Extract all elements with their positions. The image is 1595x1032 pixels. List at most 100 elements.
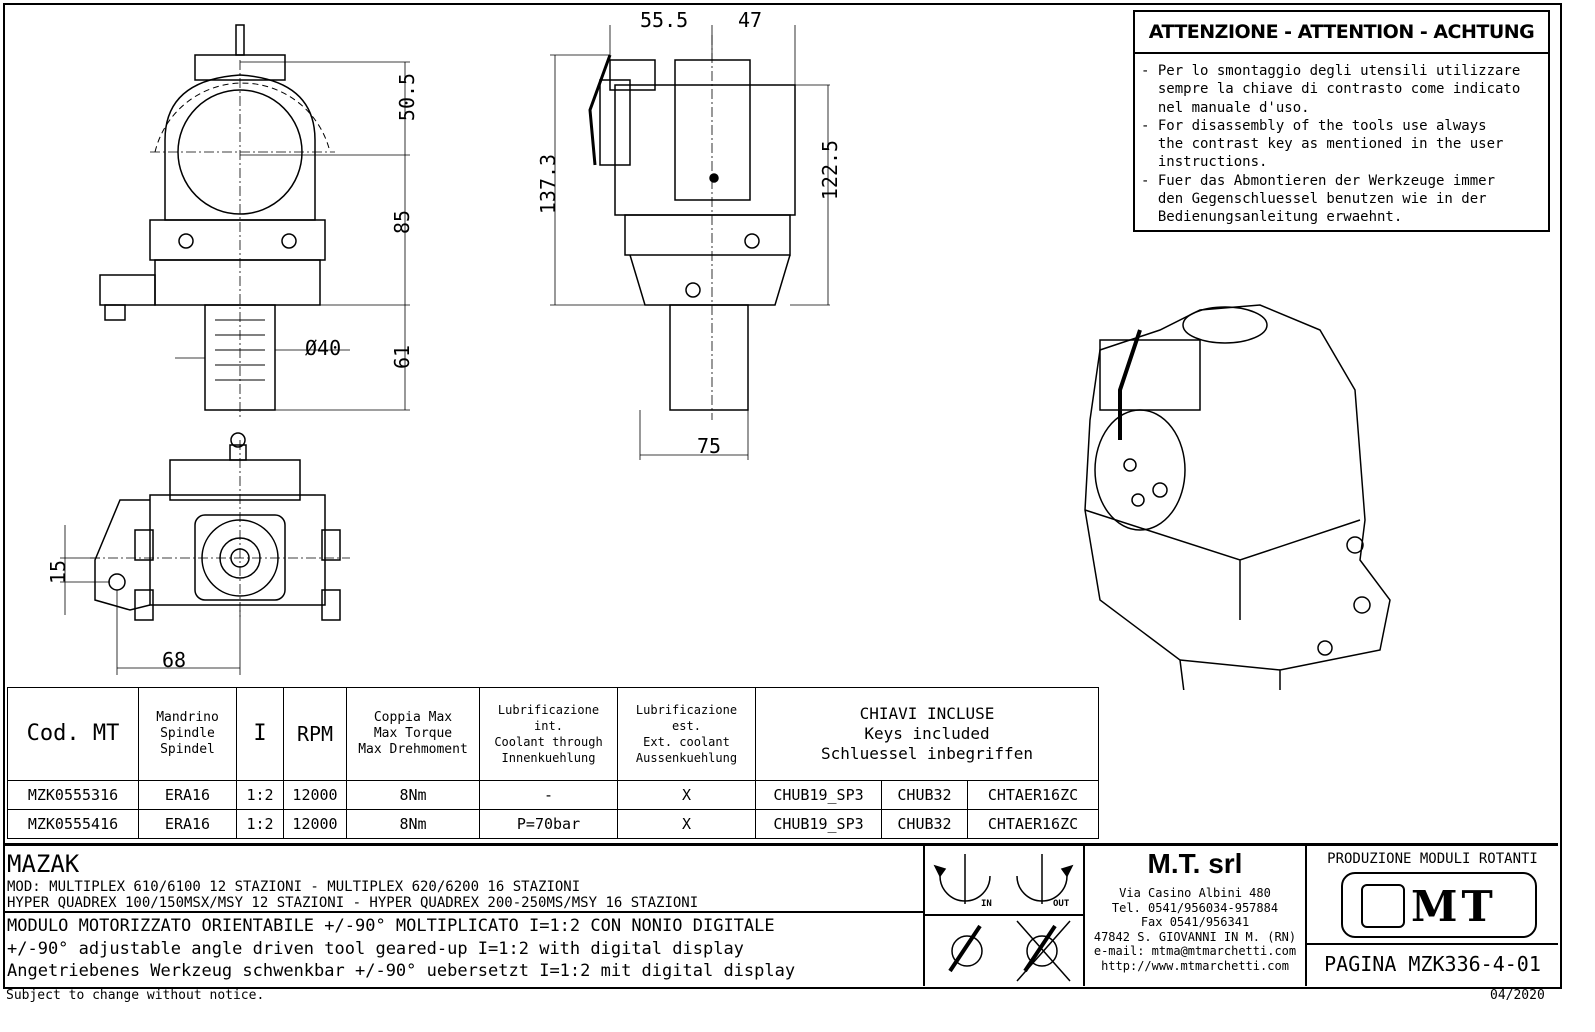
header-ratio: I [236, 687, 284, 781]
header-text: Mandrino [156, 710, 219, 725]
phone: Tel. 0541/956034-957884 [1111, 900, 1279, 915]
warning-line: instructions. [1141, 154, 1268, 171]
divider [1305, 846, 1307, 986]
cell: 1:2 [236, 780, 284, 810]
cell: 1:2 [236, 809, 284, 839]
company-address: Via Casino Albini 480 Tel. 0541/956034-9… [1085, 886, 1305, 973]
city: 47842 S. GIOVANNI IN M. (RN) [1093, 929, 1297, 944]
description-de: Angetriebenes Werkzeug schwenkbar +/-90°… [7, 961, 796, 981]
cell: 8Nm [346, 780, 480, 810]
rotation-out-label: OUT [1053, 899, 1070, 909]
wrench-forbidden-icon [1016, 920, 1071, 982]
cell: CHUB32 [881, 780, 968, 810]
website: http://www.mtmarchetti.com [1101, 958, 1289, 973]
cell: CHTAER16ZC [967, 780, 1099, 810]
brand: MAZAK [7, 850, 80, 878]
header-text: Spindel [160, 742, 215, 757]
warning-line: sempre la chiave di contrasto come indic… [1141, 81, 1521, 98]
change-notice: Subject to change without notice. [6, 988, 265, 1003]
address-line: Via Casino Albini 480 [1119, 886, 1271, 900]
sheet-frame [3, 3, 1562, 989]
header-text: Coppia Max [373, 710, 453, 725]
header-text: Lubrificazione est. [635, 703, 738, 733]
front-view [99, 24, 410, 420]
warning-line: nel manuale d'uso. [1141, 99, 1310, 116]
header-text: Max Torque [373, 726, 453, 741]
description-it: MODULO MOTORIZZATO ORIENTABILE +/-90° MO… [7, 916, 775, 936]
top-view [60, 432, 350, 675]
cell: 12000 [283, 809, 347, 839]
header-text: Ext. coolant [643, 735, 730, 749]
warning-line: den Gegenschluessel benutzen wie in der [1141, 191, 1487, 208]
dimension-122-5: 122.5 [818, 139, 843, 201]
rotation-in-label: IN [981, 899, 992, 909]
header-text: Schluessel inbegriffen [821, 744, 1033, 763]
dimension-75: 75 [697, 434, 722, 458]
dimension-15: 15 [46, 559, 71, 585]
cell: CHUB19_SP3 [755, 780, 882, 810]
divider [923, 914, 1083, 916]
mt-logo: MT [1341, 872, 1537, 938]
dimension-85: 85 [390, 209, 415, 235]
cell: MZK0555416 [7, 809, 139, 839]
isometric-view [1084, 304, 1391, 690]
module-image-icon [1361, 884, 1405, 928]
header-cod: Cod. MT [7, 687, 139, 781]
divider [1305, 943, 1558, 945]
logo-text: MT [1411, 882, 1497, 931]
header-text: Max Drehmoment [358, 742, 468, 757]
cell: CHUB32 [881, 809, 968, 839]
warning-line: - Fuer das Abmontieren der Werkzeuge imm… [1141, 172, 1496, 189]
warning-line: Bedienungsanleitung erwaehnt. [1141, 209, 1403, 226]
cell: X [617, 809, 756, 839]
cell: ERA16 [138, 780, 237, 810]
warning-line: - For disassembly of the tools use alway… [1141, 117, 1487, 134]
production-label: PRODUZIONE MODULI ROTANTI [1327, 851, 1538, 867]
description-en: +/-90° adjustable angle driven tool gear… [7, 939, 744, 959]
cell: X [617, 780, 756, 810]
cell: P=70bar [479, 809, 618, 839]
divider [1083, 846, 1085, 986]
header-rpm: RPM [283, 687, 347, 781]
company-name: M.T. srl [1147, 848, 1243, 879]
rotation-out-icon [1016, 854, 1074, 904]
rotation-in-icon [933, 854, 991, 904]
header-text: Spindle [160, 726, 215, 741]
warning-box: ATTENZIONE - ATTENTION - ACHTUNG - Per l… [1133, 10, 1550, 232]
header-text: Lubrificazione int. [497, 703, 600, 733]
revision-date: 04/2020 [1490, 988, 1545, 1003]
dimension-68: 68 [162, 648, 187, 672]
models-line: HYPER QUADREX 100/150MSX/MSY 12 STAZIONI… [7, 895, 699, 911]
warning-title: ATTENZIONE - ATTENTION - ACHTUNG [1135, 12, 1548, 54]
title-block: MAZAK MOD: MULTIPLEX 610/6100 12 STAZION… [3, 843, 1558, 986]
header-text: CHIAVI INCLUSE [859, 704, 995, 723]
page-number: PAGINA MZK336-4-01 [1324, 952, 1541, 976]
cell: MZK0555316 [7, 780, 139, 810]
models-line: MOD: MULTIPLEX 610/6100 12 STAZIONI - MU… [7, 879, 581, 895]
dimension-47: 47 [738, 8, 763, 32]
warning-line: the contrast key as mentioned in the use… [1141, 136, 1504, 153]
divider [923, 846, 925, 986]
wrench-allowed-icon [948, 924, 983, 973]
dimension-61: 61 [390, 344, 415, 370]
cell: ERA16 [138, 809, 237, 839]
cell: 12000 [283, 780, 347, 810]
fax: Fax 0541/956341 [1140, 915, 1250, 929]
dimension-55-5: 55.5 [640, 8, 689, 32]
cell: 8Nm [346, 809, 480, 839]
dimension-50-5: 50.5 [395, 72, 420, 122]
cell: - [479, 780, 618, 810]
header-text: Innenkuehlung [501, 751, 596, 765]
header-text: Coolant through [494, 735, 603, 749]
rotation-icons [933, 854, 1074, 982]
